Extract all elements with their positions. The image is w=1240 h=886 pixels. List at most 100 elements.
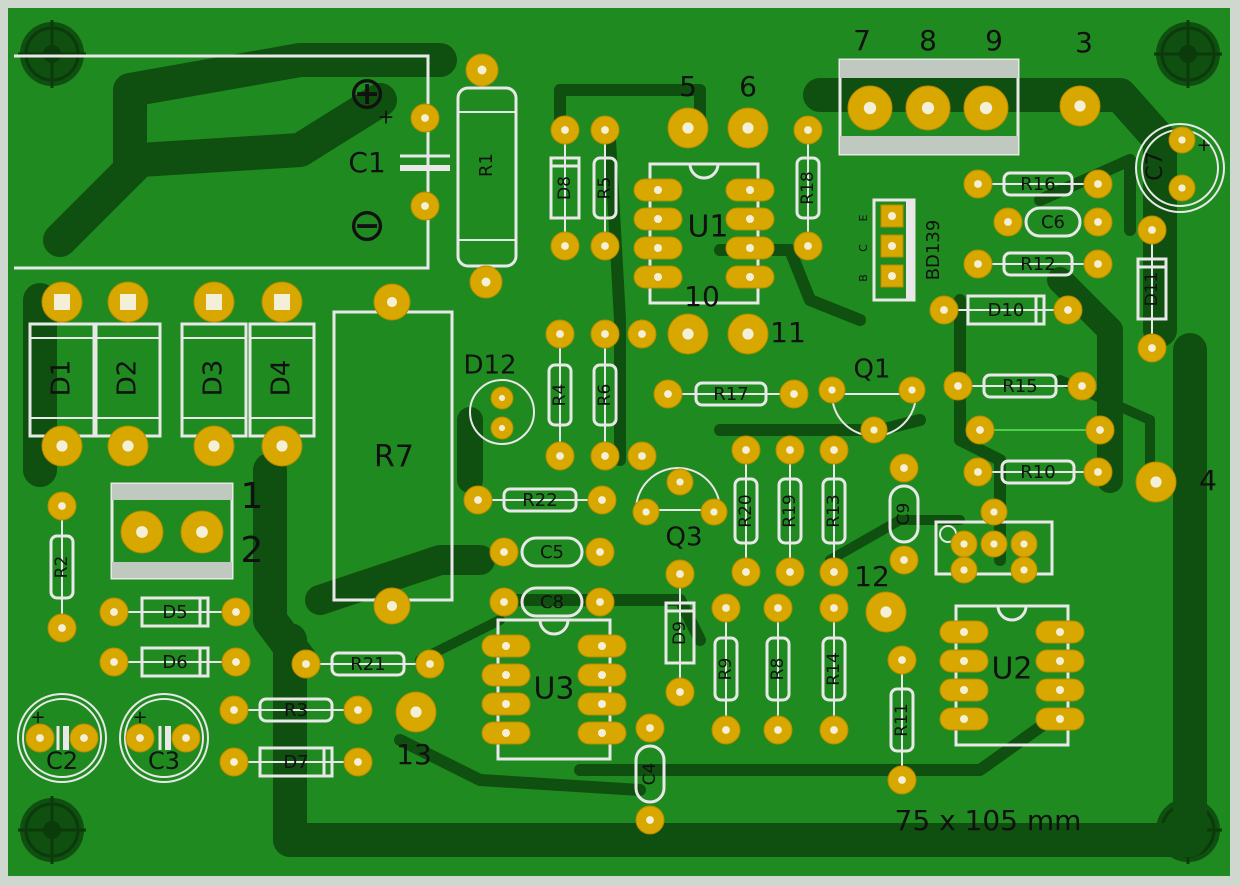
terminal-pad xyxy=(727,107,769,149)
pad xyxy=(632,498,660,526)
pad xyxy=(889,453,919,483)
pad xyxy=(219,747,249,777)
terminal-pad xyxy=(667,107,709,149)
pad xyxy=(666,468,694,496)
pad xyxy=(819,557,849,587)
terminal-label: 11 xyxy=(770,316,806,349)
pad xyxy=(585,537,615,567)
pad xyxy=(627,319,657,349)
pad xyxy=(1085,415,1115,445)
pad xyxy=(711,715,741,745)
component-label: D1 xyxy=(47,360,77,397)
pad xyxy=(373,587,411,625)
pad xyxy=(41,281,83,323)
pad xyxy=(550,115,580,145)
terminal-pad xyxy=(905,85,951,131)
terminal-label: 9 xyxy=(985,24,1003,57)
pad xyxy=(465,53,499,87)
component-label: R11 xyxy=(892,703,912,736)
terminal-pad xyxy=(727,313,769,355)
component-label: U3 xyxy=(533,672,574,707)
component-label: D11 xyxy=(1142,272,1162,307)
pad xyxy=(1083,169,1113,199)
pad xyxy=(731,435,761,465)
terminal-block-hatch xyxy=(112,562,232,578)
pad xyxy=(929,295,959,325)
pad xyxy=(587,485,617,515)
component-label: R5 xyxy=(595,177,615,200)
pad xyxy=(489,587,519,617)
pad xyxy=(653,379,683,409)
pad xyxy=(898,376,926,404)
component-label: C8 xyxy=(540,592,564,613)
terminal-pad xyxy=(963,85,1009,131)
minus-icon: ⊖ xyxy=(348,198,387,252)
pad xyxy=(47,491,77,521)
pad xyxy=(993,207,1023,237)
component-label: C6 xyxy=(1041,212,1065,233)
pad xyxy=(545,319,575,349)
pad xyxy=(775,557,805,587)
pad xyxy=(410,191,440,221)
pad xyxy=(99,597,129,627)
pad xyxy=(775,435,805,465)
pad xyxy=(963,249,993,279)
terminal-pad xyxy=(667,313,709,355)
pad xyxy=(819,715,849,745)
pad xyxy=(779,379,809,409)
pad xyxy=(763,715,793,745)
terminal-label: 5 xyxy=(679,70,697,103)
pad xyxy=(1083,457,1113,487)
pad xyxy=(819,593,849,623)
component-label: D6 xyxy=(162,652,187,673)
pad xyxy=(490,416,514,440)
pad xyxy=(41,425,83,467)
pad xyxy=(590,231,620,261)
pad xyxy=(731,557,761,587)
mounting-hole-icon xyxy=(1154,20,1222,88)
pad xyxy=(1168,174,1196,202)
pad xyxy=(1067,371,1097,401)
terminal-pad xyxy=(1135,461,1177,503)
component-label: C9 xyxy=(894,503,914,526)
silkscreen xyxy=(14,54,1225,804)
pad xyxy=(1137,333,1167,363)
pad xyxy=(1010,556,1038,584)
pad xyxy=(25,723,55,753)
component-label: R12 xyxy=(1020,254,1055,275)
terminal-label: 13 xyxy=(396,738,432,771)
terminal-block-hatch xyxy=(112,484,232,500)
pad xyxy=(965,415,995,445)
pad xyxy=(490,386,514,410)
component-label: R21 xyxy=(350,654,385,675)
pad xyxy=(665,559,695,589)
pad xyxy=(585,587,615,617)
pad xyxy=(887,645,917,675)
component-label: R19 xyxy=(780,494,800,527)
terminal-label: 4 xyxy=(1199,464,1217,497)
pad xyxy=(963,169,993,199)
component-label: Q1 xyxy=(853,355,890,385)
pad xyxy=(635,805,665,835)
terminal-pad xyxy=(1059,85,1101,127)
pin-label: B xyxy=(857,274,870,282)
component-label: R6 xyxy=(595,384,615,407)
pad xyxy=(47,613,77,643)
terminal-pad xyxy=(847,85,893,131)
terminal-pad xyxy=(865,591,907,633)
pad xyxy=(763,593,793,623)
pad xyxy=(171,723,201,753)
pad xyxy=(107,425,149,467)
pad xyxy=(818,376,846,404)
pad xyxy=(221,597,251,627)
terminal-label: 10 xyxy=(684,280,720,313)
component-label: U1 xyxy=(687,210,728,245)
component-label: BD139 xyxy=(923,220,944,281)
component-label: U2 xyxy=(991,652,1032,687)
component-label: D7 xyxy=(283,752,308,773)
pad xyxy=(193,425,235,467)
pad xyxy=(880,204,904,228)
component-label: R14 xyxy=(824,652,844,685)
component-label: D9 xyxy=(670,621,690,645)
